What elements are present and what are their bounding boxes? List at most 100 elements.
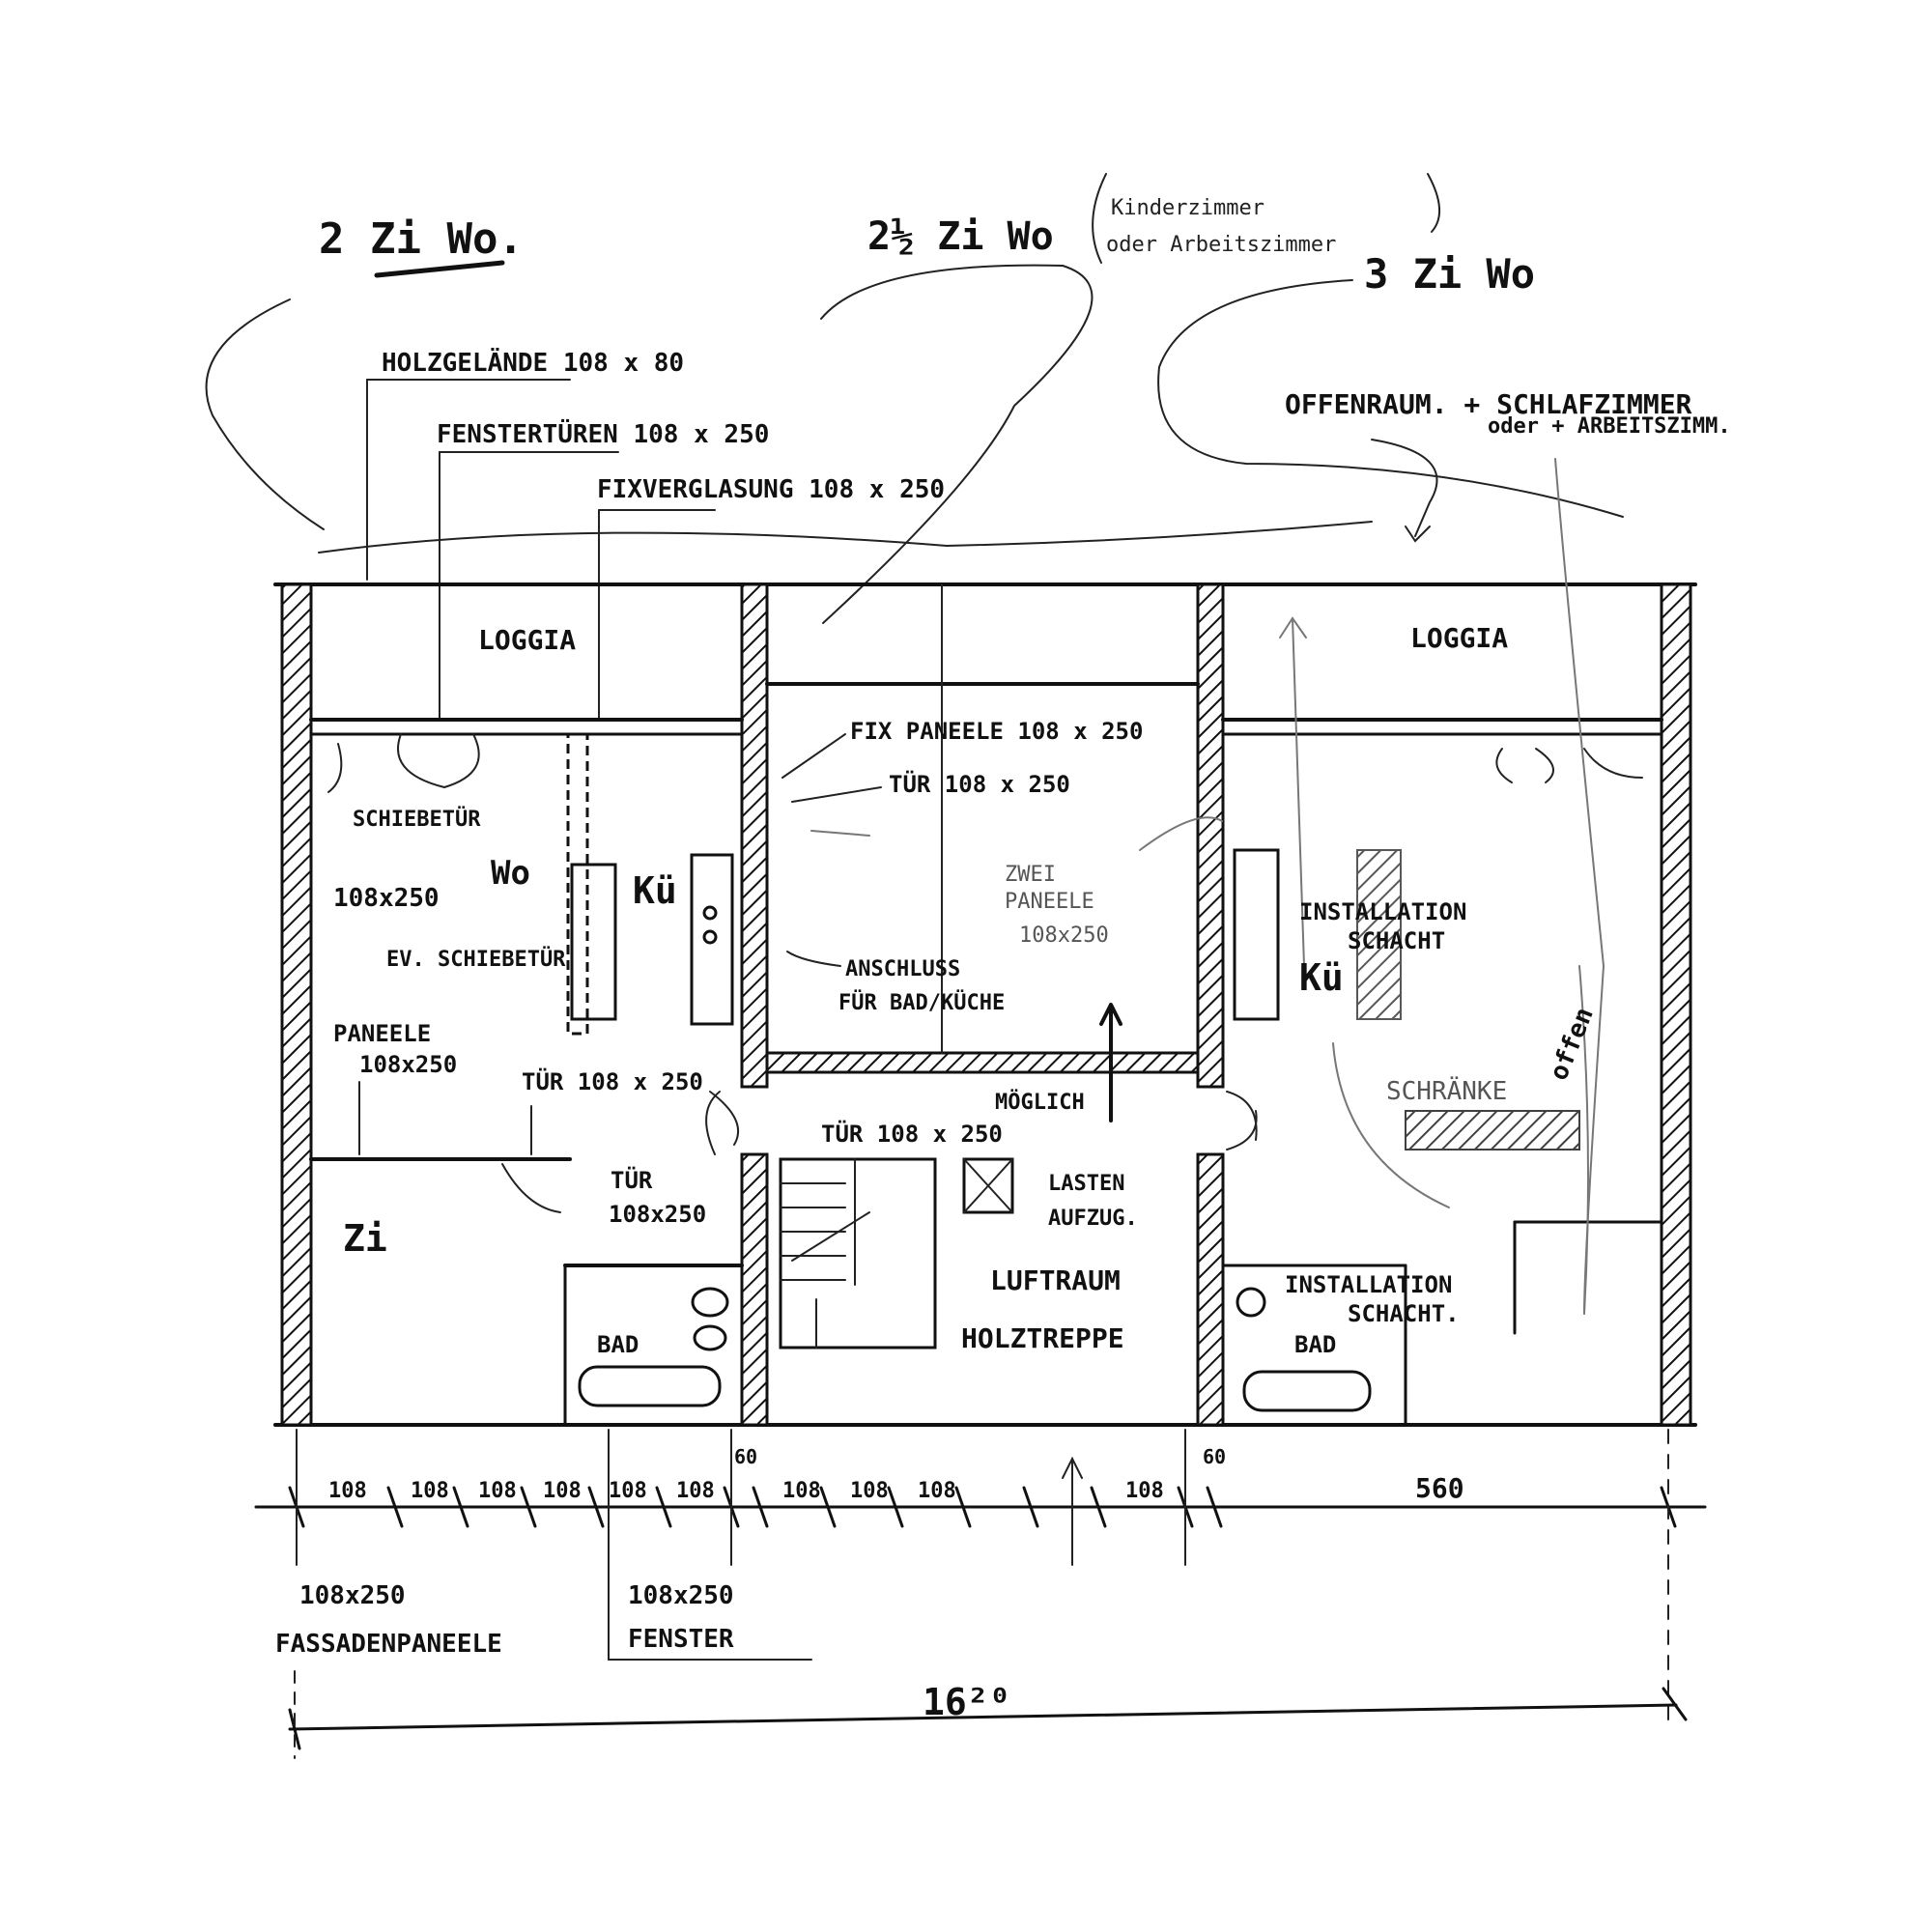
three-room-note-1: OFFENRAUM. + SCHLAFZIMMER [1285, 388, 1692, 420]
dim-tick [1206, 1486, 1223, 1528]
note-installation-1a: INSTALLATION [1299, 898, 1466, 925]
note-two-panels-2: PANEELE [1005, 890, 1094, 914]
room-loggia-left: LOGGIA [478, 624, 576, 656]
wardrobe-block [1405, 1110, 1580, 1151]
note-installation-2a: INSTALLATION [1285, 1271, 1452, 1298]
dim-tick [452, 1486, 469, 1528]
leader-three-room-arrow [1371, 439, 1438, 537]
dim-tick [887, 1486, 904, 1528]
room-zi: Zi [343, 1217, 387, 1260]
stair-arrow-line [791, 1211, 870, 1262]
two-half-note-2: oder Arbeitszimmer [1106, 233, 1336, 257]
door-swing-sliding [397, 733, 480, 789]
freight-lift-box [962, 1157, 1014, 1214]
bathtub-right [1242, 1370, 1372, 1412]
kitchen-counter-left [570, 863, 617, 1021]
dim-tick [819, 1486, 837, 1528]
room-bath-left: BAD [597, 1331, 639, 1358]
dim-facade-panel-label: FASSADENPANEELE [275, 1630, 502, 1659]
arrow-grey-3 [1578, 965, 1589, 1315]
room-living: Wo [491, 854, 530, 893]
sink-left [691, 1287, 729, 1318]
facade-sweep-line [318, 521, 1373, 554]
leader-two-half-room [820, 264, 1094, 624]
kitchen-unit-right [1233, 848, 1280, 1021]
dim-tick [752, 1486, 769, 1528]
partition-kitchen-left [566, 732, 589, 1036]
dim-bay: 108 [543, 1479, 582, 1503]
arrow-head [1405, 526, 1431, 543]
dim-bay: 108 [411, 1479, 449, 1503]
dim-bay: 108 [609, 1479, 647, 1503]
note-installation-2b: SCHACHT. [1348, 1300, 1460, 1327]
bracket-close [1427, 173, 1441, 233]
heading-underline [374, 260, 505, 278]
note-two-panels-1: ZWEI [1005, 863, 1056, 887]
note-sliding-door: SCHIEBETÜR [353, 807, 481, 832]
bathtub-left [578, 1365, 722, 1407]
note-door-fix: TÜR 108 x 250 [889, 769, 1070, 798]
sink-right [1236, 1287, 1266, 1318]
arrow-grey-1 [1292, 617, 1305, 967]
toilet-left [693, 1324, 727, 1351]
leader-three-room [1157, 279, 1624, 518]
note-freight-lift-1: LASTEN [1048, 1172, 1124, 1196]
dim-bay: 108 [328, 1479, 367, 1503]
note-connection-1: ANSCHLUSS [845, 957, 960, 981]
room-kitchen-right: Kü [1299, 956, 1344, 999]
leader-two-room [205, 298, 325, 530]
note-door-2: TÜR 108 x 250 [821, 1119, 1003, 1148]
wall-core-horizontal [765, 1051, 1200, 1074]
wall-core-right-lower [1196, 1152, 1225, 1427]
arrow-up-possible-head [1099, 1003, 1122, 1026]
dim-facade-panel-size: 108x250 [299, 1581, 406, 1610]
note-door-3-size: 108x250 [609, 1201, 706, 1228]
note-connection-2: FÜR BAD/KÜCHE [838, 990, 1005, 1015]
dim-window-size: 108x250 [628, 1581, 734, 1610]
room-loggia-right: LOGGIA [1410, 622, 1508, 654]
arrow-grey-4 [1332, 1042, 1450, 1208]
room-bath-right: BAD [1294, 1331, 1336, 1358]
three-room-note-2: oder + ARBEITSZIMM. [1488, 414, 1731, 439]
dim-bay: 108 [478, 1479, 517, 1503]
dim-bay: 108 [676, 1479, 715, 1503]
note-door-1: TÜR 108 x 250 [522, 1066, 703, 1095]
door-swing-entry-right [1226, 1091, 1258, 1151]
overall-dim-tick-right [1662, 1687, 1688, 1721]
unit-label-two-half-room: 2½ Zi Wo [867, 214, 1054, 259]
door-swing-right-loggia [1495, 748, 1554, 783]
kitchen-stove-left [690, 853, 734, 1026]
overall-dimension-line [288, 1703, 1678, 1731]
note-connection-leader [786, 951, 841, 967]
dim-tick [1090, 1486, 1107, 1528]
dim-tick [954, 1486, 972, 1528]
dim-tick [655, 1486, 672, 1528]
note-railing: HOLZGELÄNDE 108 x 80 [382, 347, 684, 378]
overall-dimension-total: 16²⁰ [923, 1681, 1011, 1723]
dim-bay: 108 [850, 1479, 889, 1503]
stair-outline [779, 1157, 937, 1350]
room-stair: HOLZTREPPE [961, 1322, 1124, 1354]
note-two-panels-3: 108x250 [1019, 923, 1109, 948]
note-wardrobe: SCHRÄNKE [1386, 1075, 1507, 1106]
dim-window-label: FENSTER [628, 1625, 734, 1654]
bracket-open [1092, 173, 1107, 264]
two-half-note-1: Kinderzimmer [1111, 196, 1264, 220]
dimension-extension-lines [296, 1429, 1669, 1720]
note-door-3: TÜR [611, 1165, 653, 1194]
freight-lift-x-2 [963, 1158, 1013, 1213]
dim-center-arrow [1062, 1456, 1083, 1479]
note-possible: MÖGLICH [995, 1090, 1085, 1115]
note-fix-panel-leader [781, 733, 846, 779]
door-swing-entry-left [705, 1091, 739, 1155]
wall-core-right-upper [1196, 582, 1225, 1089]
note-fixed-glazing: FIXVERGLASUNG 108 x 250 [597, 475, 945, 504]
note-open: offen [1545, 1004, 1600, 1085]
wall-core-left-lower [740, 1152, 769, 1427]
dim-bay: 108 [1125, 1479, 1164, 1503]
installation-shaft-1 [1356, 849, 1402, 1020]
dim-bay: 108 [782, 1479, 821, 1503]
arrow-grey-2 [1554, 458, 1605, 1315]
door-swing-1 [327, 743, 343, 793]
